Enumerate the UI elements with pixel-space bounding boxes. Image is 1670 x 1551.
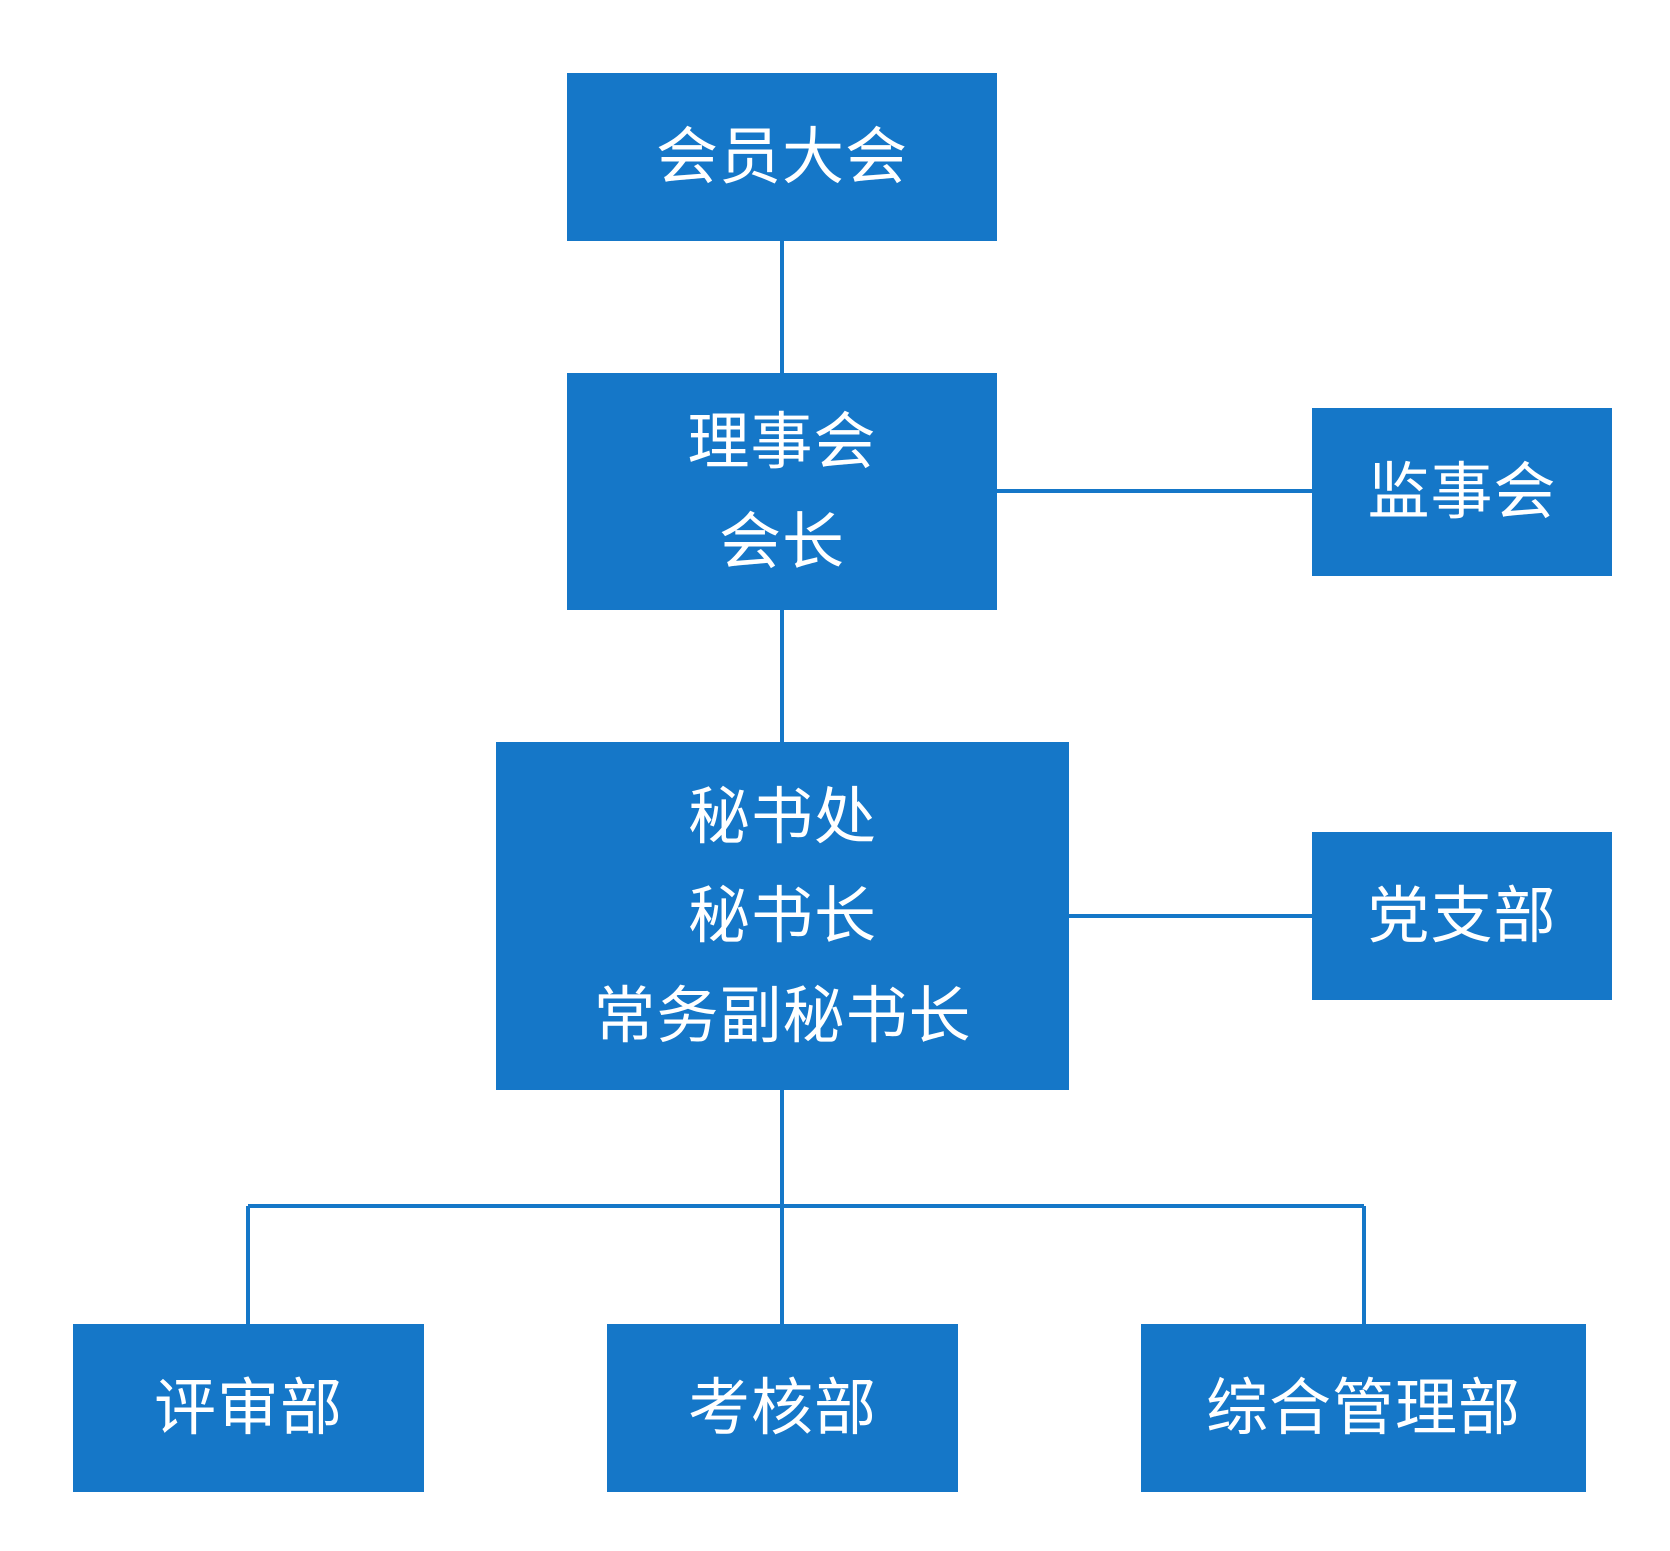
node-label: 考核部 bbox=[687, 1371, 877, 1445]
node-label: 理事会 bbox=[687, 405, 877, 479]
node-review-dept: 评审部 bbox=[73, 1324, 424, 1492]
node-label: 常务副秘书长 bbox=[593, 978, 972, 1052]
node-secretariat: 秘书处 秘书长 常务副秘书长 bbox=[496, 742, 1069, 1090]
node-council: 理事会 会长 bbox=[567, 373, 997, 610]
node-party-branch: 党支部 bbox=[1312, 832, 1612, 1000]
node-admin-dept: 综合管理部 bbox=[1141, 1324, 1586, 1492]
node-assessment-dept: 考核部 bbox=[607, 1324, 958, 1492]
node-label: 综合管理部 bbox=[1205, 1371, 1521, 1445]
node-label: 党支部 bbox=[1367, 879, 1557, 953]
node-label: 会员大会 bbox=[655, 120, 908, 194]
node-supervisory-board: 监事会 bbox=[1312, 408, 1612, 576]
node-label: 评审部 bbox=[153, 1371, 343, 1445]
node-members-assembly: 会员大会 bbox=[567, 73, 997, 241]
node-label: 秘书处 bbox=[687, 780, 877, 854]
node-label: 会长 bbox=[718, 504, 845, 578]
node-label: 监事会 bbox=[1367, 455, 1557, 529]
node-label: 秘书长 bbox=[687, 879, 877, 953]
